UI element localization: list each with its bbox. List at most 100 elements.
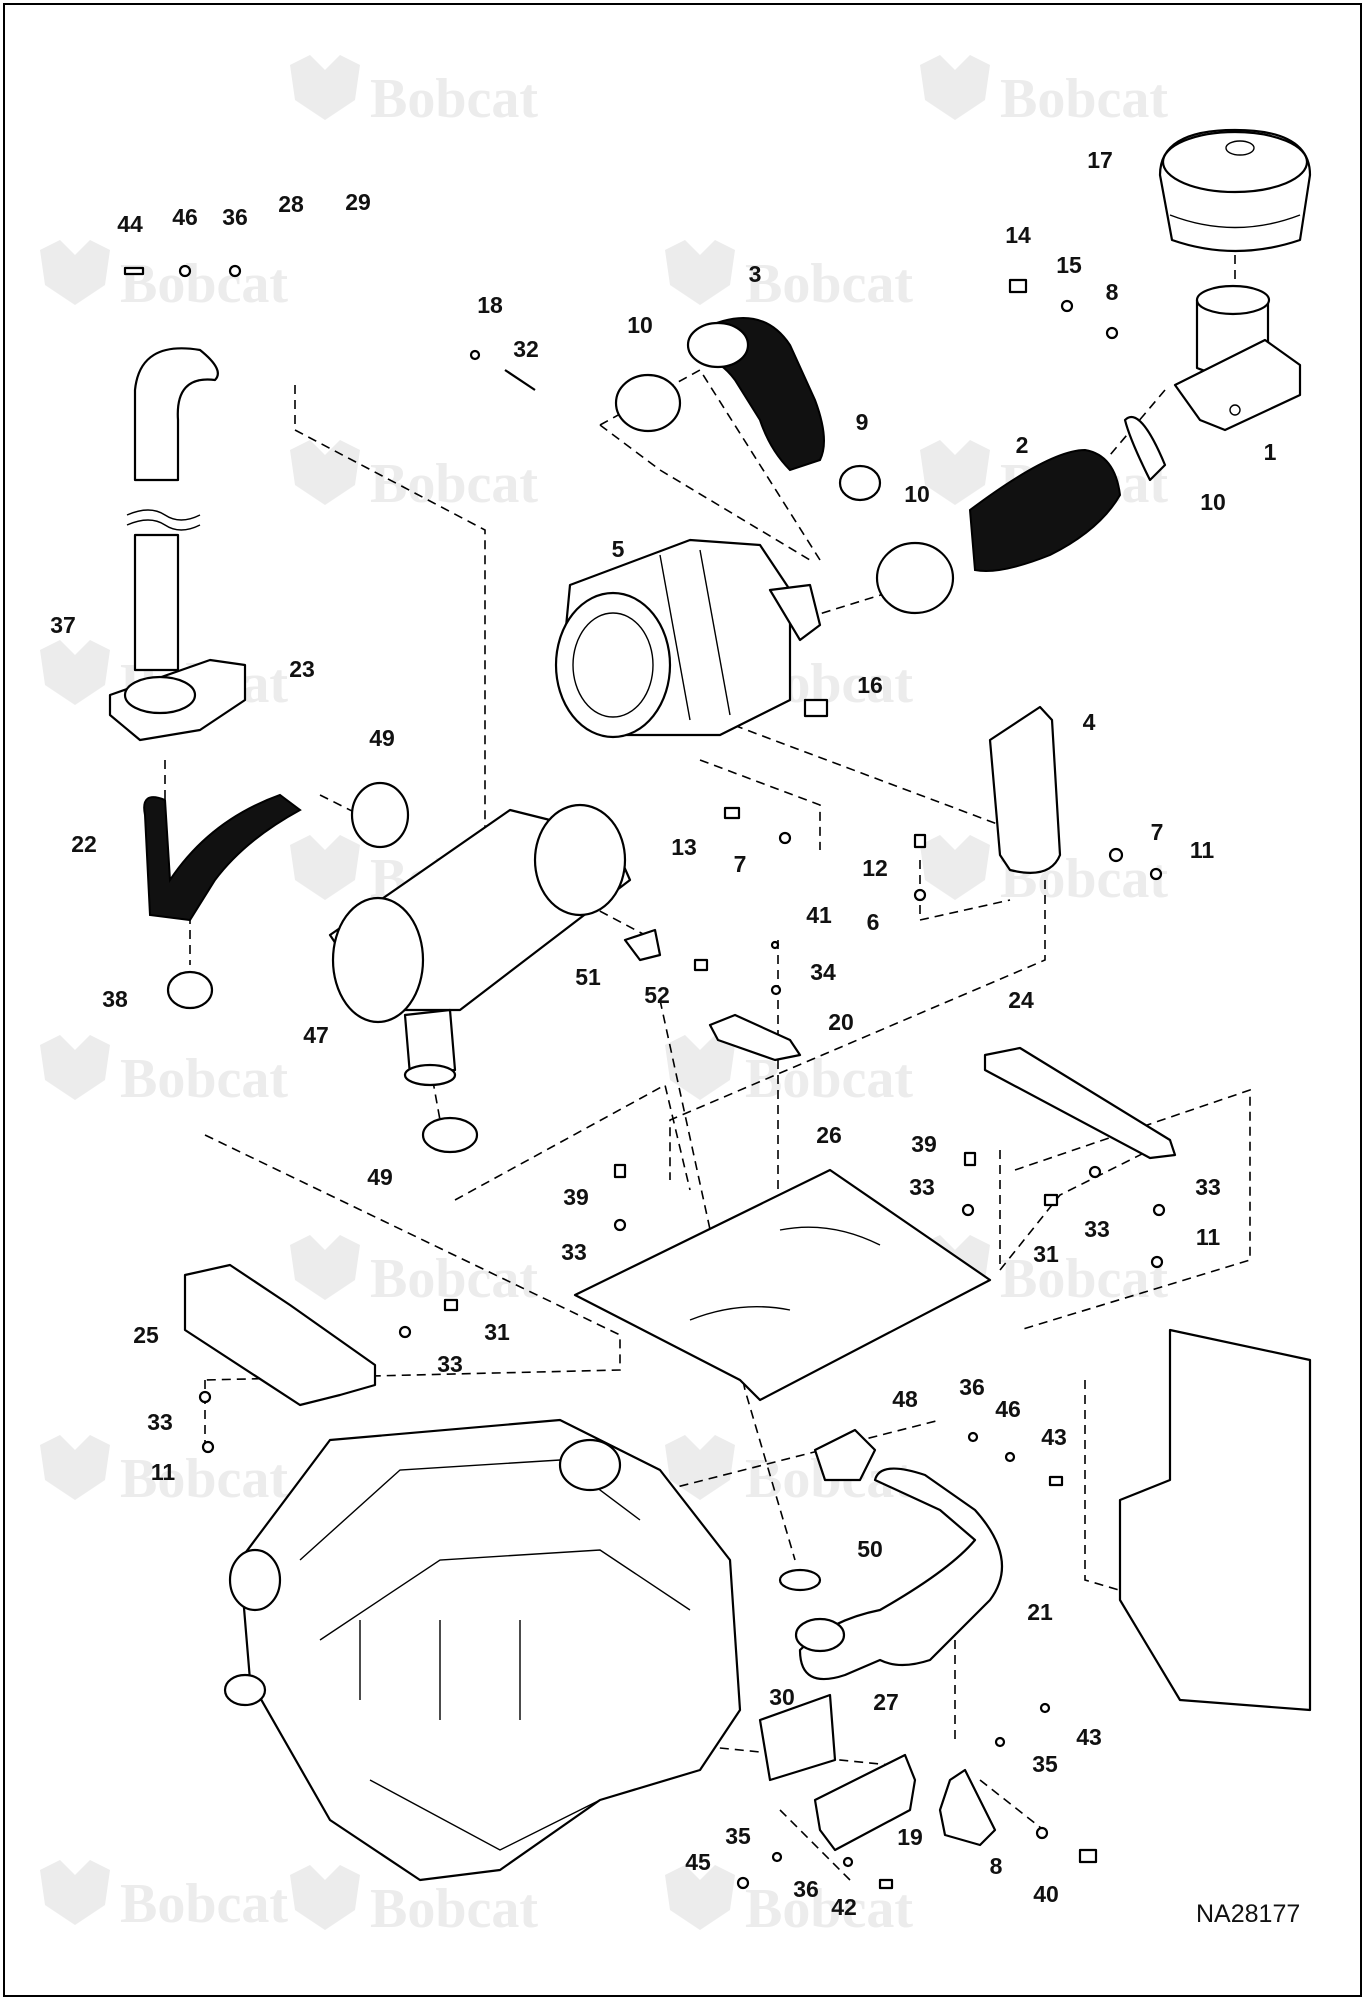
air-cleaner-housing bbox=[554, 538, 822, 739]
callout-36: 36 bbox=[222, 204, 248, 230]
callout-49: 49 bbox=[367, 1164, 393, 1190]
clamp-49-upper bbox=[350, 781, 410, 849]
clamp-38 bbox=[166, 970, 214, 1010]
callout-11: 11 bbox=[1196, 1224, 1221, 1250]
bobcat-logo-icon bbox=[920, 55, 990, 120]
bobcat-logo-icon bbox=[290, 835, 360, 900]
callout-36: 36 bbox=[959, 1374, 985, 1400]
restriction-sensor bbox=[803, 698, 829, 718]
bobcat-logo-icon bbox=[40, 240, 110, 305]
bracket-27 bbox=[813, 1753, 917, 1852]
leader-shield25-box bbox=[204, 1134, 621, 1381]
callout-14: 14 bbox=[1005, 222, 1031, 248]
leader-bracket-to-bolts bbox=[699, 759, 821, 850]
exhaust-stack bbox=[108, 347, 247, 742]
watermark: Bobcat bbox=[665, 1435, 913, 1510]
callout-5: 5 bbox=[612, 536, 625, 562]
callout-47: 47 bbox=[303, 1022, 329, 1048]
watermark-text: Bobcat bbox=[1000, 68, 1168, 130]
callout-31: 31 bbox=[1033, 1241, 1059, 1267]
callout-11: 11 bbox=[1190, 837, 1215, 863]
callout-35: 35 bbox=[725, 1823, 751, 1849]
callout-33: 33 bbox=[909, 1174, 935, 1200]
bobcat-logo-icon bbox=[290, 1235, 360, 1300]
callout-30: 30 bbox=[769, 1684, 795, 1710]
watermark: Bobcat bbox=[665, 240, 913, 315]
bobcat-logo-icon bbox=[665, 1435, 735, 1500]
callout-3: 3 bbox=[749, 261, 762, 287]
callout-15: 15 bbox=[1056, 252, 1082, 278]
watermark: Bobcat bbox=[40, 1860, 288, 1935]
callout-43: 43 bbox=[1076, 1724, 1102, 1750]
fasteners bbox=[123, 264, 1166, 1890]
watermark-text: Bobcat bbox=[120, 1048, 288, 1110]
callout-29: 29 bbox=[345, 189, 371, 215]
bobcat-logo-icon bbox=[40, 1035, 110, 1100]
bobcat-logo-icon bbox=[665, 1035, 735, 1100]
callout-45: 45 bbox=[685, 1849, 711, 1875]
callout-40: 40 bbox=[1033, 1881, 1059, 1907]
callout-26: 26 bbox=[816, 1122, 842, 1148]
mounting-bracket-4 bbox=[988, 705, 1062, 874]
callout-31: 31 bbox=[484, 1319, 510, 1345]
callout-8: 8 bbox=[1106, 279, 1119, 305]
parts-layer bbox=[108, 128, 1312, 1890]
leader-engine-to-27 bbox=[689, 1744, 891, 1766]
callout-50: 50 bbox=[857, 1536, 883, 1562]
callout-21: 21 bbox=[1027, 1599, 1053, 1625]
bracket-20 bbox=[708, 1013, 802, 1062]
watermark: Bobcat bbox=[920, 55, 1168, 130]
callout-4: 4 bbox=[1083, 709, 1096, 735]
callout-33: 33 bbox=[1084, 1216, 1110, 1242]
callout-20: 20 bbox=[828, 1009, 854, 1035]
watermark-text: Bobcat bbox=[370, 453, 538, 515]
bracket-30 bbox=[758, 1693, 837, 1782]
watermark-text: Bobcat bbox=[120, 1873, 288, 1935]
bobcat-logo-icon bbox=[40, 1860, 110, 1925]
exhaust-hose-flex bbox=[143, 793, 302, 922]
watermark: Bobcat bbox=[40, 1035, 288, 1110]
callout-44: 44 bbox=[117, 211, 143, 237]
callout-46: 46 bbox=[995, 1396, 1021, 1422]
watermark-text: Bobcat bbox=[1000, 1248, 1168, 1310]
watermark: Bobcat bbox=[665, 1865, 913, 1940]
callout-48: 48 bbox=[892, 1386, 918, 1412]
mounting-plate-26 bbox=[573, 1168, 992, 1402]
callout-12: 12 bbox=[862, 855, 888, 881]
watermark-text: Bobcat bbox=[745, 253, 913, 315]
bobcat-logo-icon bbox=[290, 440, 360, 505]
callout-43: 43 bbox=[1041, 1424, 1067, 1450]
bobcat-logo-icon bbox=[665, 1865, 735, 1930]
hose-clamp-10-b bbox=[875, 541, 955, 615]
callout-19: 19 bbox=[897, 1824, 923, 1850]
callout-51: 51 bbox=[575, 964, 601, 990]
callout-7: 7 bbox=[1151, 819, 1164, 845]
callout-28: 28 bbox=[278, 191, 304, 217]
watermark: Bobcat bbox=[290, 55, 538, 130]
bobcat-logo-icon bbox=[665, 240, 735, 305]
bobcat-logo-icon bbox=[290, 55, 360, 120]
pressure-sensor bbox=[623, 928, 662, 962]
callout-18: 18 bbox=[477, 292, 503, 318]
leader-filter-to-clamp49 bbox=[429, 1064, 441, 1121]
watermark-text: Bobcat bbox=[370, 68, 538, 130]
drawing-border bbox=[3, 3, 1362, 1997]
callout-35: 35 bbox=[1032, 1751, 1058, 1777]
leader-filter-outlet-box bbox=[454, 1083, 691, 1201]
callout-6: 6 bbox=[867, 909, 880, 935]
drawing-id: NA28177 bbox=[1196, 1900, 1300, 1928]
callout-36: 36 bbox=[793, 1876, 819, 1902]
callout-9: 9 bbox=[856, 409, 869, 435]
callout-52: 52 bbox=[644, 982, 670, 1008]
bracket-19 bbox=[938, 1768, 997, 1847]
watermark-text: Bobcat bbox=[120, 253, 288, 315]
seal-ring-50 bbox=[778, 1568, 822, 1592]
engine-assembly bbox=[223, 1418, 742, 1882]
watermark: Bobcat bbox=[290, 1235, 538, 1310]
exhaust-pipe-21 bbox=[794, 1467, 1004, 1681]
callout-10: 10 bbox=[1200, 489, 1226, 515]
precleaner-cap bbox=[1158, 128, 1312, 253]
callout-41: 41 bbox=[806, 902, 832, 928]
callout-34: 34 bbox=[810, 959, 836, 985]
callout-16: 16 bbox=[857, 672, 883, 698]
